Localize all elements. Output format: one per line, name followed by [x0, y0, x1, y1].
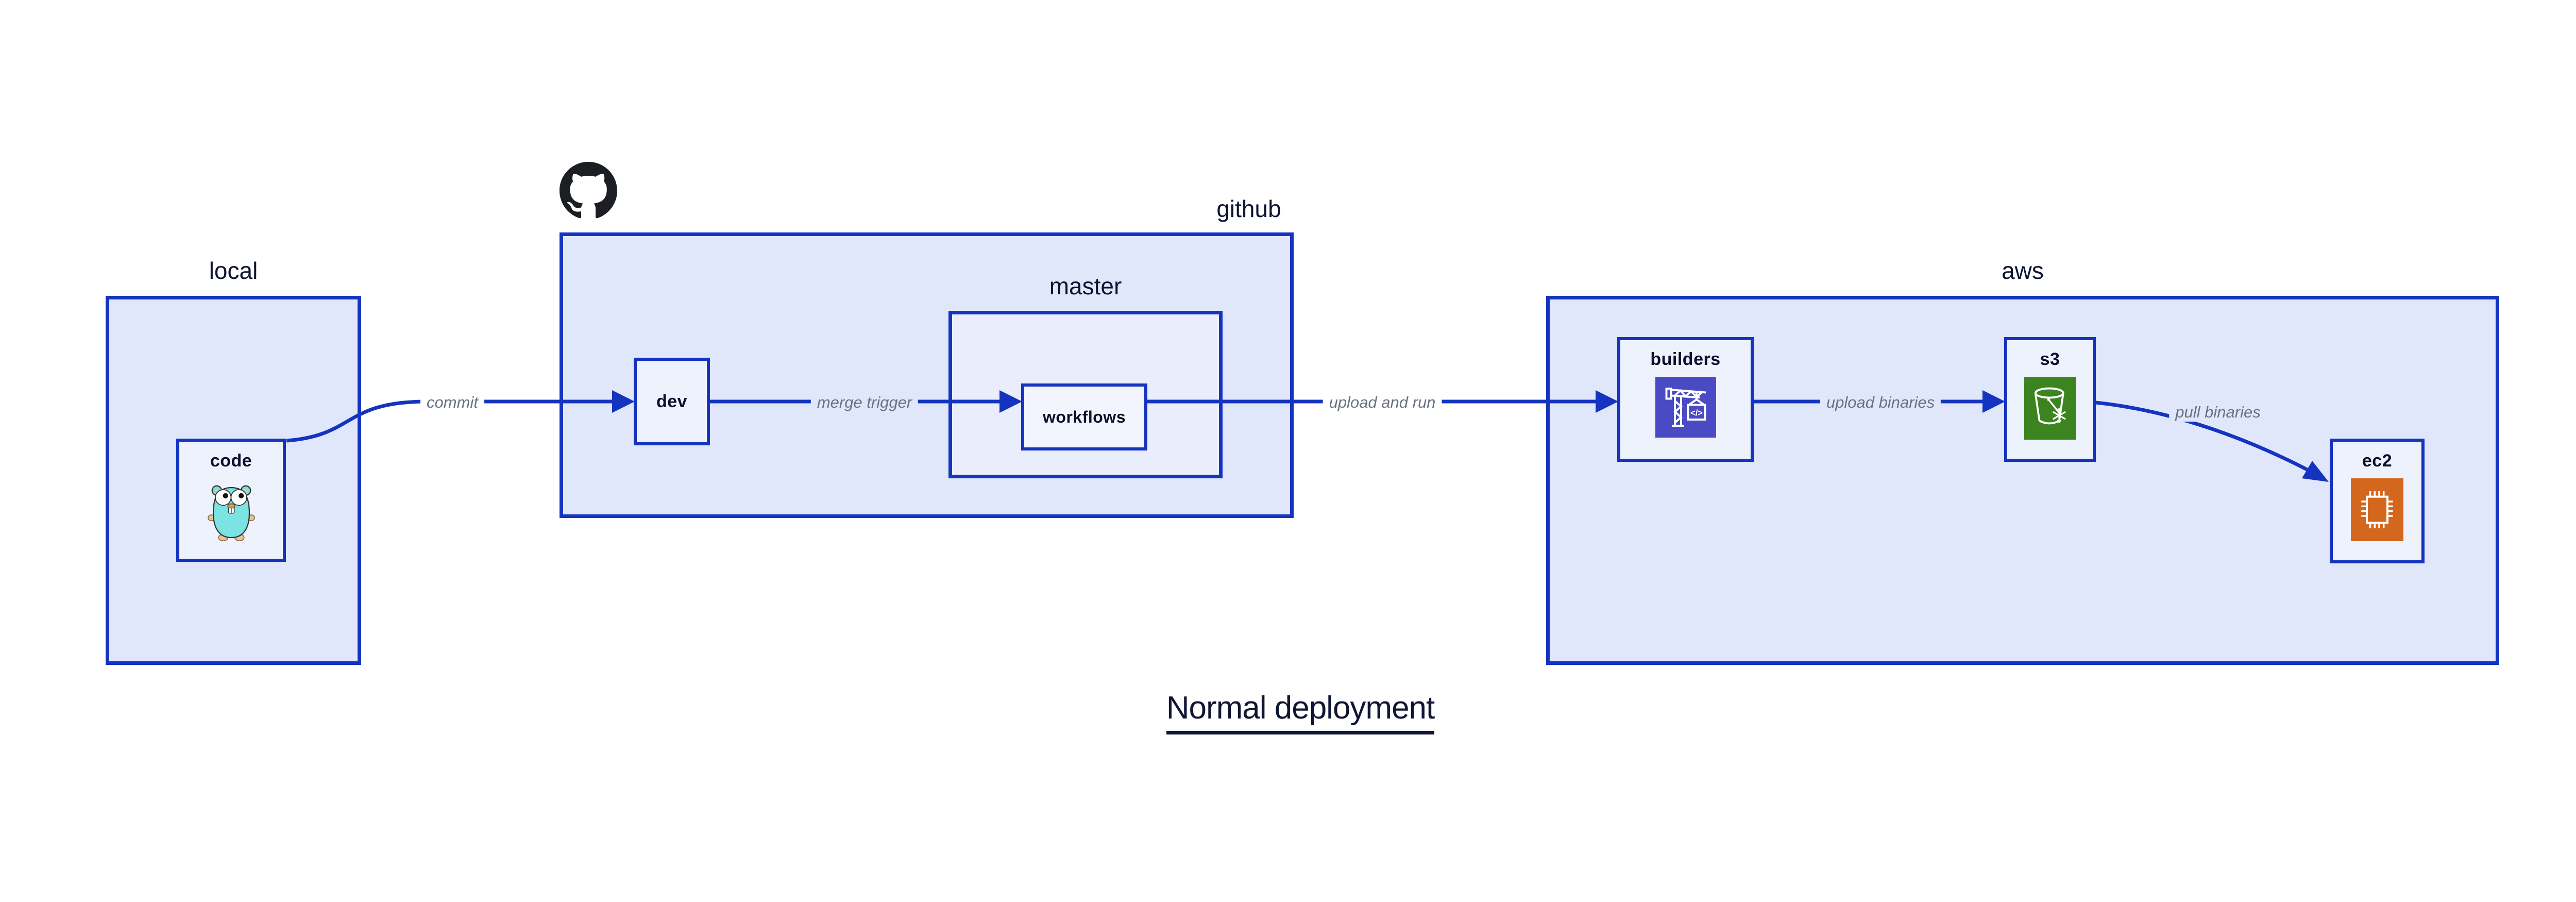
node-workflows: workflows	[1021, 383, 1147, 450]
node-label-dev: dev	[656, 391, 688, 411]
aws-s3-bucket-icon	[2024, 377, 2076, 440]
node-dev: dev	[634, 358, 710, 445]
diagram-title-wrap: Normal deployment	[1043, 690, 1558, 734]
node-label-builders: builders	[1650, 349, 1721, 369]
edge-label-pull-binaries: pull binaries	[2169, 403, 2267, 422]
edge-label-upload-binaries: upload binaries	[1820, 393, 1941, 412]
github-octocat-icon	[560, 162, 617, 222]
edge-label-merge-trigger: merge trigger	[810, 393, 919, 412]
aws-ec2-chip-icon	[2351, 478, 2403, 541]
node-label-s3: s3	[2040, 349, 2060, 369]
node-code: code	[176, 439, 286, 562]
container-label-master: master	[1049, 273, 1122, 299]
edge-label-upload-and-run: upload and run	[1323, 393, 1442, 412]
node-builders: builders </>	[1617, 337, 1754, 462]
container-label-local: local	[209, 257, 258, 284]
edge-label-commit: commit	[420, 393, 484, 412]
diagram-title: Normal deployment	[1166, 690, 1435, 734]
node-label-ec2: ec2	[2362, 451, 2393, 471]
svg-text:</>: </>	[1690, 409, 1703, 418]
node-s3: s3	[2004, 337, 2096, 462]
node-ec2: ec2	[2330, 439, 2425, 563]
go-gopher-icon	[204, 478, 259, 542]
container-label-github: github	[1216, 195, 1281, 222]
aws-codebuild-crane-icon: </>	[1655, 377, 1716, 438]
node-label-code: code	[210, 451, 252, 471]
container-label-aws: aws	[2002, 257, 2044, 284]
node-label-workflows: workflows	[1043, 407, 1126, 426]
